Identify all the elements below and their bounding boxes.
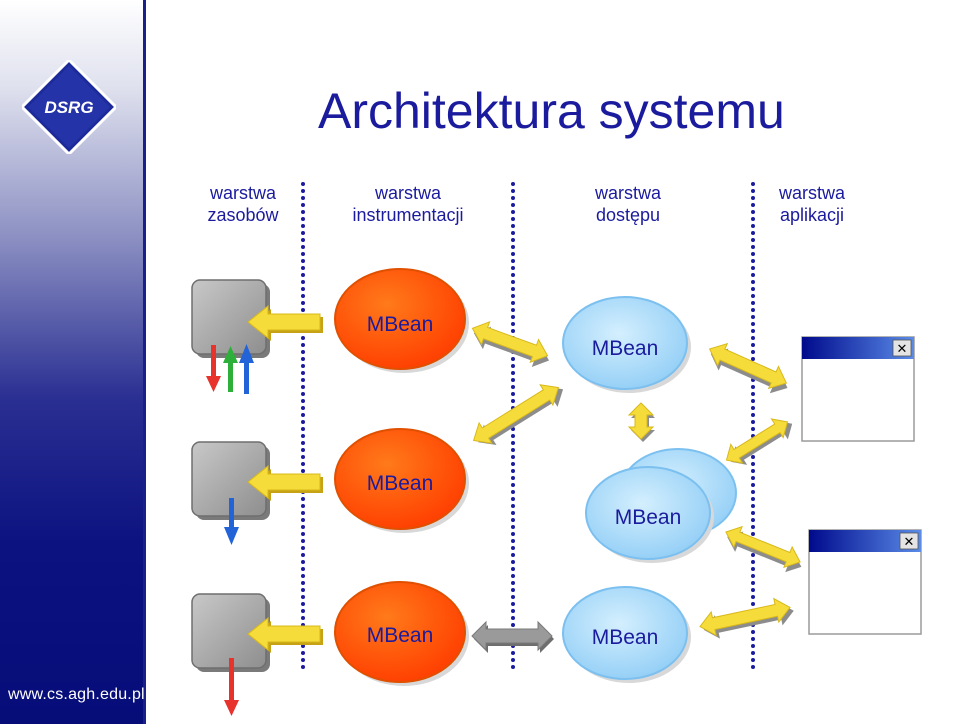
vertical-double-arrow <box>627 402 655 442</box>
yellow-double-arrow <box>725 418 793 465</box>
blue-up-arrow <box>239 344 254 394</box>
yellow-double-arrow <box>708 342 788 394</box>
mbean-instrumentation: MBean <box>334 581 469 686</box>
separator-3 <box>751 182 755 669</box>
layer-label-line1: warstwa <box>778 183 845 203</box>
application-window: ✕ <box>801 336 915 442</box>
layer-label-line2: instrumentacji <box>352 205 464 225</box>
red-down-arrow <box>224 658 239 716</box>
application-window: ✕ <box>808 529 922 635</box>
mbean-instrumentation: MBean <box>334 428 469 533</box>
layer-label-line1: warstwa <box>209 183 276 203</box>
layer-label-application: warstwa aplikacji <box>757 182 867 226</box>
logo-text: DSRG <box>44 98 93 117</box>
resource-box <box>191 279 270 358</box>
yellow-arrow <box>247 464 323 501</box>
yellow-double-arrow <box>725 525 802 573</box>
mbean-label: MBean <box>367 624 434 647</box>
close-icon: ✕ <box>897 342 908 357</box>
blue-down-arrow <box>224 498 239 545</box>
yellow-double-arrow <box>472 384 564 446</box>
layer-label-instrumentation: warstwa instrumentacji <box>333 182 483 226</box>
mbean-label: MBean <box>592 337 659 360</box>
resource-box <box>191 593 270 672</box>
mbean-label: MBean <box>592 626 659 649</box>
page-title: Architektura systemu <box>318 83 785 139</box>
mbean-access: MBean <box>562 586 691 683</box>
mbean-instrumentation: MBean <box>334 268 469 373</box>
resource-box <box>191 441 270 520</box>
layer-label-line1: warstwa <box>374 183 441 203</box>
green-up-arrow <box>223 346 238 392</box>
layer-label-line1: warstwa <box>594 183 661 203</box>
mbean-label: MBean <box>367 472 434 495</box>
layer-label-access: warstwa dostępu <box>568 182 688 226</box>
separator-1 <box>301 182 305 669</box>
sidebar-edge <box>143 0 146 724</box>
layer-label-line2: dostępu <box>595 205 661 225</box>
mbean-label: MBean <box>615 506 682 529</box>
mbean-access: MBean <box>562 296 691 393</box>
yellow-arrow <box>247 304 323 341</box>
mbean-label: MBean <box>367 313 434 336</box>
yellow-double-arrow <box>699 597 794 639</box>
dsrg-logo: DSRG <box>22 60 116 154</box>
yellow-arrow <box>247 616 323 653</box>
mbean-access-stack: MBean <box>585 448 737 563</box>
footer-url: www.cs.agh.edu.pl <box>8 686 145 703</box>
gray-double-arrow <box>471 620 554 653</box>
layer-label-resources: warstwa zasobów <box>193 182 293 226</box>
layer-label-line2: zasobów <box>207 205 279 225</box>
close-icon: ✕ <box>904 535 915 550</box>
yellow-double-arrow <box>471 320 550 367</box>
red-down-arrow <box>206 345 221 392</box>
layer-label-line2: aplikacji <box>779 205 845 225</box>
